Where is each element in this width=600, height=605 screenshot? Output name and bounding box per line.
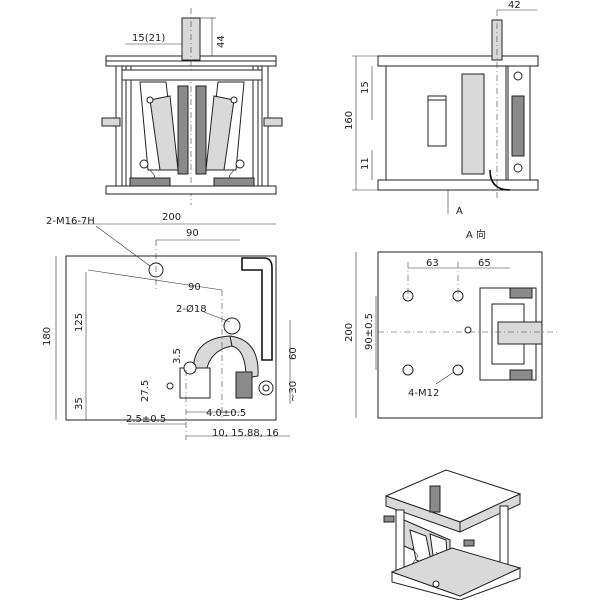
dim-front-width: 15(21) — [132, 33, 165, 44]
a-direction-view: A 向 63 65 200 90±0.5 4-M12 — [344, 228, 560, 419]
dim-plan-125: 125 — [74, 313, 85, 332]
dim-a-65: 65 — [478, 258, 491, 269]
section-mark-a: A — [456, 206, 463, 217]
dim-plan-30: ~30 — [288, 381, 299, 402]
dim-plan-rail: 10, 15.88, 16 — [212, 428, 279, 439]
dim-side-height: 160 — [344, 111, 355, 130]
dim-plan-2-5: 2.5±0.5 — [126, 414, 166, 425]
label-a-bolts: 4-M12 — [408, 388, 439, 399]
dim-plan-60: 60 — [288, 347, 299, 360]
dim-front-height: 44 — [216, 35, 227, 48]
dim-plan-27-5: 27.5 — [140, 380, 151, 402]
dim-plan-35: 35 — [74, 397, 85, 410]
dim-plan-90-upper: 90 — [186, 228, 199, 239]
isometric-view — [383, 469, 522, 601]
dim-plan-90-lower: 90 — [188, 282, 201, 293]
plan-view: 200 90 90 2-M16-7H 2-Ø18 180 125 35 3.5 … — [42, 212, 299, 440]
side-view: 42 160 15 11 A — [344, 0, 539, 217]
a-view-title: A 向 — [466, 228, 486, 241]
dim-a-90: 90±0.5 — [364, 313, 375, 350]
dim-side-upper: 15 — [360, 81, 371, 94]
dim-a-63: 63 — [426, 258, 439, 269]
dim-plan-3-5: 3.5 — [172, 348, 183, 364]
dim-side-lower: 11 — [360, 157, 371, 170]
front-view: 15(21) 44 — [101, 8, 283, 205]
label-holes: 2-Ø18 — [176, 303, 207, 315]
label-m16: 2-M16-7H — [46, 216, 95, 227]
dim-plan-4-0: 4.0±0.5 — [206, 408, 246, 419]
dim-side-top: 42 — [508, 0, 521, 11]
dim-plan-width: 200 — [162, 212, 181, 223]
dim-plan-180: 180 — [42, 327, 53, 346]
dim-a-200: 200 — [344, 323, 355, 342]
